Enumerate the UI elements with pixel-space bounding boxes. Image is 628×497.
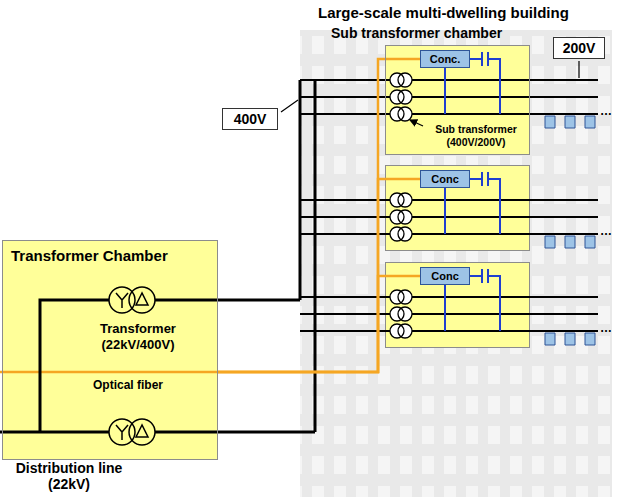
concentrator-box: Conc — [420, 170, 470, 188]
smart-meter — [545, 116, 595, 345]
distribution-line-label: Distribution line (22kV) — [4, 460, 134, 492]
concentrator-box: Conc. — [420, 50, 470, 68]
chamber-fill — [2, 240, 218, 460]
main-transformer-symbol — [109, 287, 155, 445]
transformer-label: Transformer (22kV/400V) — [73, 321, 203, 353]
concentrator-box: Conc — [420, 267, 470, 285]
control-wiring — [445, 52, 500, 331]
voltage-tag: 400V — [222, 108, 278, 130]
ellipsis: … — [600, 224, 612, 238]
sub-transformer-symbol — [390, 73, 412, 338]
box-text: 200V — [563, 40, 596, 56]
sub-transformer-label: Sub transformer (400V/200V) — [424, 123, 528, 149]
chamber-heading: Sub transformer chamber — [331, 25, 502, 41]
optical-fiber-link — [218, 179, 420, 372]
fiber-label: Optical fiber — [93, 378, 163, 392]
optical-fiber-link — [218, 276, 420, 372]
box-text: Conc. — [430, 53, 461, 65]
leader-arrow — [410, 120, 423, 126]
box-text: Conc — [431, 270, 459, 282]
ellipsis: … — [600, 104, 612, 118]
building-silhouette — [300, 30, 612, 497]
voltage-tag: 200V — [553, 37, 605, 59]
chamber-heading: Transformer Chamber — [11, 247, 168, 264]
box-text: Conc — [431, 173, 459, 185]
box-text: 400V — [234, 111, 267, 127]
transformer-chamber: Transformer ChamberTransformer (22kV/400… — [2, 240, 218, 460]
building-windows — [300, 30, 612, 497]
power-bus — [0, 80, 315, 432]
diagram-title: Large-scale multi-dwelling building — [318, 4, 569, 21]
sub-transformer-chamber: Sub transformer chamberSub transformer (… — [385, 45, 530, 155]
ellipsis: … — [600, 321, 612, 335]
leader-line — [281, 61, 579, 112]
optical-fiber — [0, 371, 218, 374]
optical-fiber-link — [218, 59, 420, 372]
